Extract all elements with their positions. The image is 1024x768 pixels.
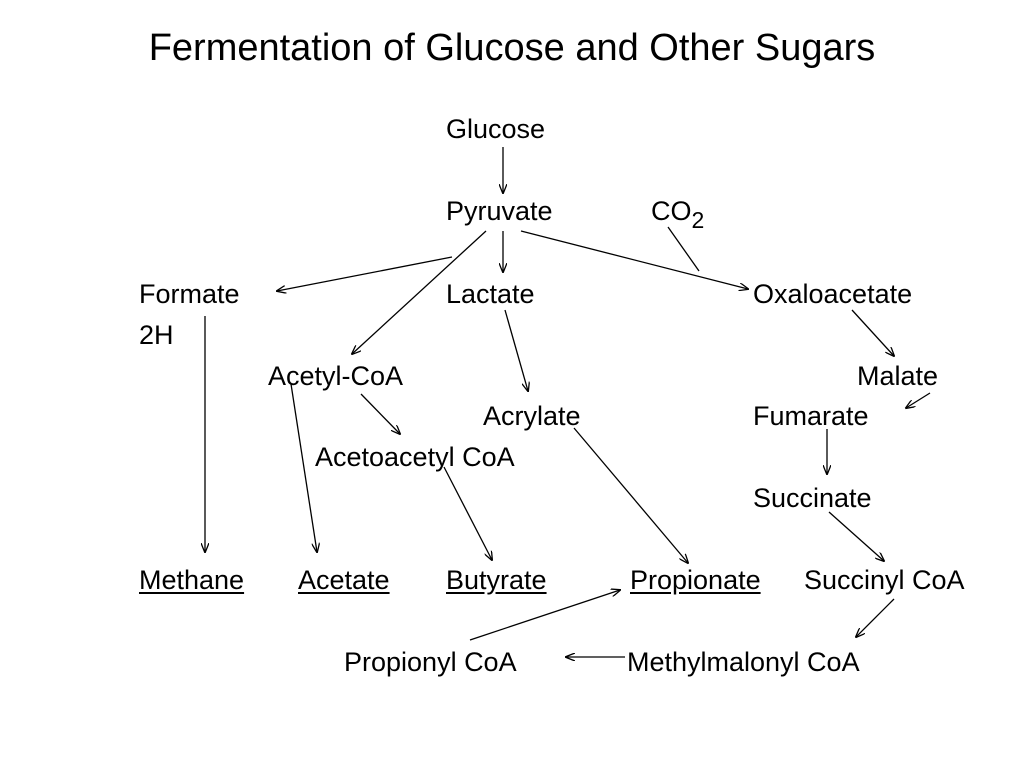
co2-label: CO — [651, 196, 692, 226]
arrow-pyruvate-oxaloacetate — [520, 230, 748, 289]
arrow-succinyl-coa-methylmalonyl-coa — [856, 598, 895, 637]
arrow-acetyl-coa-acetoacetyl-coa — [360, 393, 400, 434]
node-acetate: Acetate — [298, 565, 390, 595]
arrow-propionyl-coa-propionate — [469, 590, 620, 641]
node-succinate: Succinate — [753, 483, 872, 513]
node-methylmalonyl-coa: Methylmalonyl CoA — [627, 647, 860, 677]
node-co2: CO2 — [651, 195, 704, 233]
node-glucose: Glucose — [446, 114, 546, 144]
co2-subscript: 2 — [691, 207, 705, 233]
node-2h: 2H — [139, 320, 174, 350]
arrow-pyruvate-acetyl-coa — [352, 230, 487, 354]
node-propionate: Propionate — [630, 565, 761, 595]
arrow-acrylate-propionate — [573, 427, 688, 563]
node-lactate: Lactate — [446, 279, 535, 309]
arrow-succinate-succinyl-coa — [828, 511, 884, 561]
node-succinyl-coa: Succinyl CoA — [804, 565, 965, 595]
arrow-lactate-acrylate — [504, 309, 528, 391]
node-methane: Methane — [139, 565, 245, 595]
arrow-acetoacetyl-coa-butyrate — [443, 466, 492, 560]
arrow-malate-fumarate — [906, 392, 931, 408]
arrow-pyruvate-formate — [277, 256, 453, 291]
line-co2-join — [667, 226, 700, 272]
node-fumarate: Fumarate — [753, 401, 869, 431]
node-acetyl-coa: Acetyl-CoA — [268, 361, 404, 391]
node-butyrate: Butyrate — [446, 565, 547, 595]
node-acrylate: Acrylate — [483, 401, 581, 431]
arrow-oxaloacetate-malate — [851, 309, 894, 356]
node-malate: Malate — [857, 361, 939, 391]
node-oxaloacetate: Oxaloacetate — [753, 279, 913, 309]
node-formate: Formate — [139, 279, 240, 309]
node-pyruvate: Pyruvate — [446, 196, 553, 226]
node-acetoacetyl-coa: Acetoacetyl CoA — [315, 442, 515, 472]
arrow-acetyl-coa-acetate — [290, 383, 317, 552]
node-propionyl-coa: Propionyl CoA — [344, 647, 517, 677]
page-title: Fermentation of Glucose and Other Sugars — [148, 27, 876, 69]
